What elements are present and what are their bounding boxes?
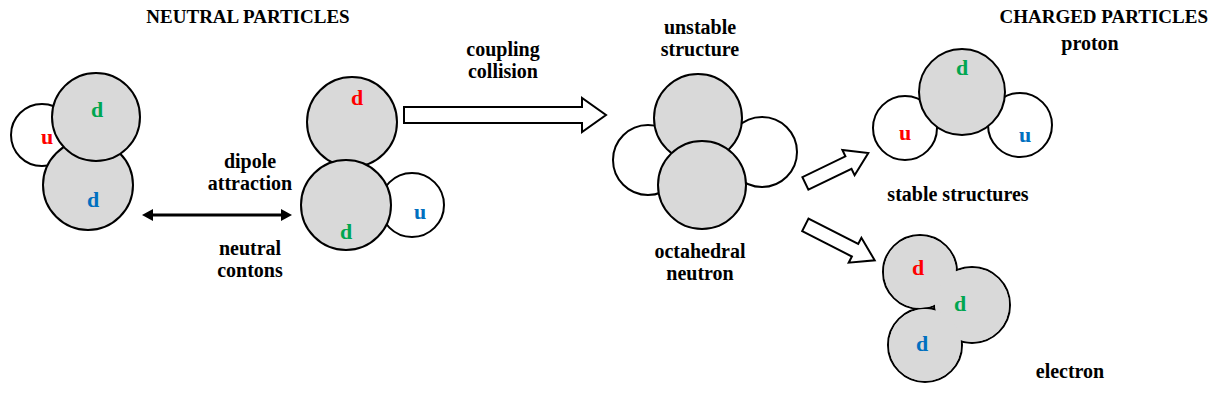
- electron-shape: dddelectron: [880, 232, 1015, 387]
- quark-letter: d: [916, 332, 928, 356]
- particle-label: unstable structure: [640, 16, 760, 60]
- quark-circle: d: [51, 72, 141, 162]
- group-label: stable structures: [887, 183, 1028, 205]
- particle-circle: [988, 93, 1052, 157]
- hollow-arrow: [802, 150, 868, 190]
- proton-group: protonudu: [870, 46, 1055, 162]
- quark-letter: d: [340, 220, 352, 244]
- section-heading: NEUTRAL PARTICLES: [146, 6, 349, 27]
- hollow-arrow: [404, 98, 606, 132]
- quark-letter: d: [912, 256, 924, 280]
- quark-letter: u: [1019, 123, 1031, 147]
- fill-circle: [889, 309, 961, 381]
- edge-label: coupling collision: [451, 38, 555, 82]
- hollow-arrow-shape: [802, 219, 875, 263]
- quark-letter: u: [41, 125, 53, 149]
- particle-circle: [658, 141, 746, 229]
- quark-circle: d: [918, 48, 1006, 136]
- quark-letter: u: [899, 121, 911, 145]
- dipole-arrow: [142, 209, 292, 221]
- particle-label: electron: [1036, 360, 1105, 382]
- edge-label: dipole attraction: [198, 150, 302, 194]
- quark-letter: d: [954, 292, 966, 316]
- particle-label: octahedral neutron: [640, 240, 760, 284]
- arrow-head: [281, 209, 292, 221]
- particle-circle: [43, 140, 133, 230]
- quark-letter: d: [351, 86, 363, 110]
- particle-label: proton: [1061, 32, 1118, 54]
- arrow-head: [142, 209, 153, 221]
- quark-letter: d: [91, 98, 103, 122]
- quark-letter: u: [414, 200, 426, 224]
- particle-circle: [52, 73, 140, 161]
- particle-circle: [307, 77, 397, 167]
- arrow-shaft: [153, 213, 281, 216]
- group-label: neutral contons: [198, 237, 302, 281]
- neutron-cluster: unstable structureoctahedral neutron: [612, 73, 800, 230]
- quark-circle: d: [300, 159, 392, 251]
- quark-letter: d: [956, 56, 968, 80]
- particle-circle: [919, 49, 1005, 135]
- hollow-arrow: [802, 219, 875, 263]
- neutron-cluster-outline: [612, 73, 800, 230]
- particle-circle: [301, 160, 391, 250]
- hollow-arrow-shape: [802, 150, 868, 190]
- hollow-arrow-shape: [404, 98, 606, 132]
- electron-shape-outline: [880, 232, 1015, 387]
- quark-circle: d: [306, 76, 398, 168]
- quark-letter: d: [87, 188, 99, 212]
- section-heading: CHARGED PARTICLES: [999, 6, 1208, 27]
